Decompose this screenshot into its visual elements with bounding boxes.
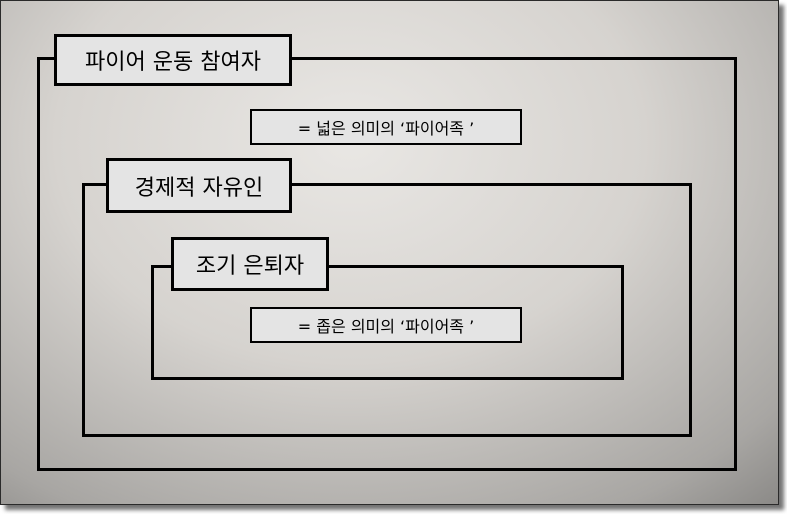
outer-note: = 넓은 의미의 ‘파이어족 ’ [250,109,522,145]
diagram-canvas: 파이어 운동 참여자 = 넓은 의미의 ‘파이어족 ’ 경제적 자유인 조기 은… [0,0,779,505]
middle-frame [82,183,692,437]
outer-frame [37,57,737,471]
inner-frame [151,265,624,380]
inner-label: 조기 은퇴자 [171,237,329,291]
outer-label: 파이어 운동 참여자 [54,34,292,86]
middle-label: 경제적 자유인 [106,158,292,213]
inner-note: = 좁은 의미의 ‘파이어족 ’ [250,307,522,343]
